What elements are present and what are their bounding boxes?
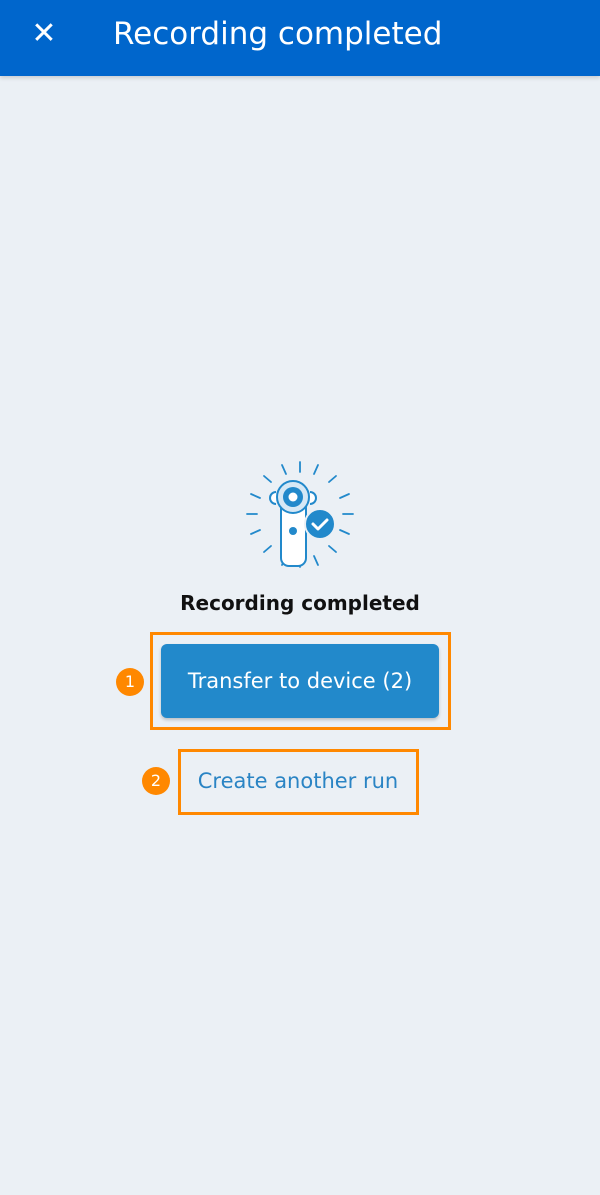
- app-header: ✕ Recording completed: [0, 0, 600, 76]
- completion-heading: Recording completed: [180, 591, 420, 615]
- annotation-badge-2: 2: [142, 767, 170, 795]
- highlight-box-2: [178, 749, 419, 815]
- transfer-to-device-button[interactable]: Transfer to device (2): [161, 644, 439, 718]
- close-button[interactable]: ✕: [26, 16, 62, 52]
- page-title: Recording completed: [113, 16, 443, 52]
- annotation-badge-1: 1: [116, 668, 144, 696]
- close-icon: ✕: [31, 16, 57, 51]
- create-another-run-link[interactable]: Create another run: [197, 769, 399, 793]
- highlight-box-1: [150, 632, 451, 730]
- device-check-icon: [246, 461, 354, 568]
